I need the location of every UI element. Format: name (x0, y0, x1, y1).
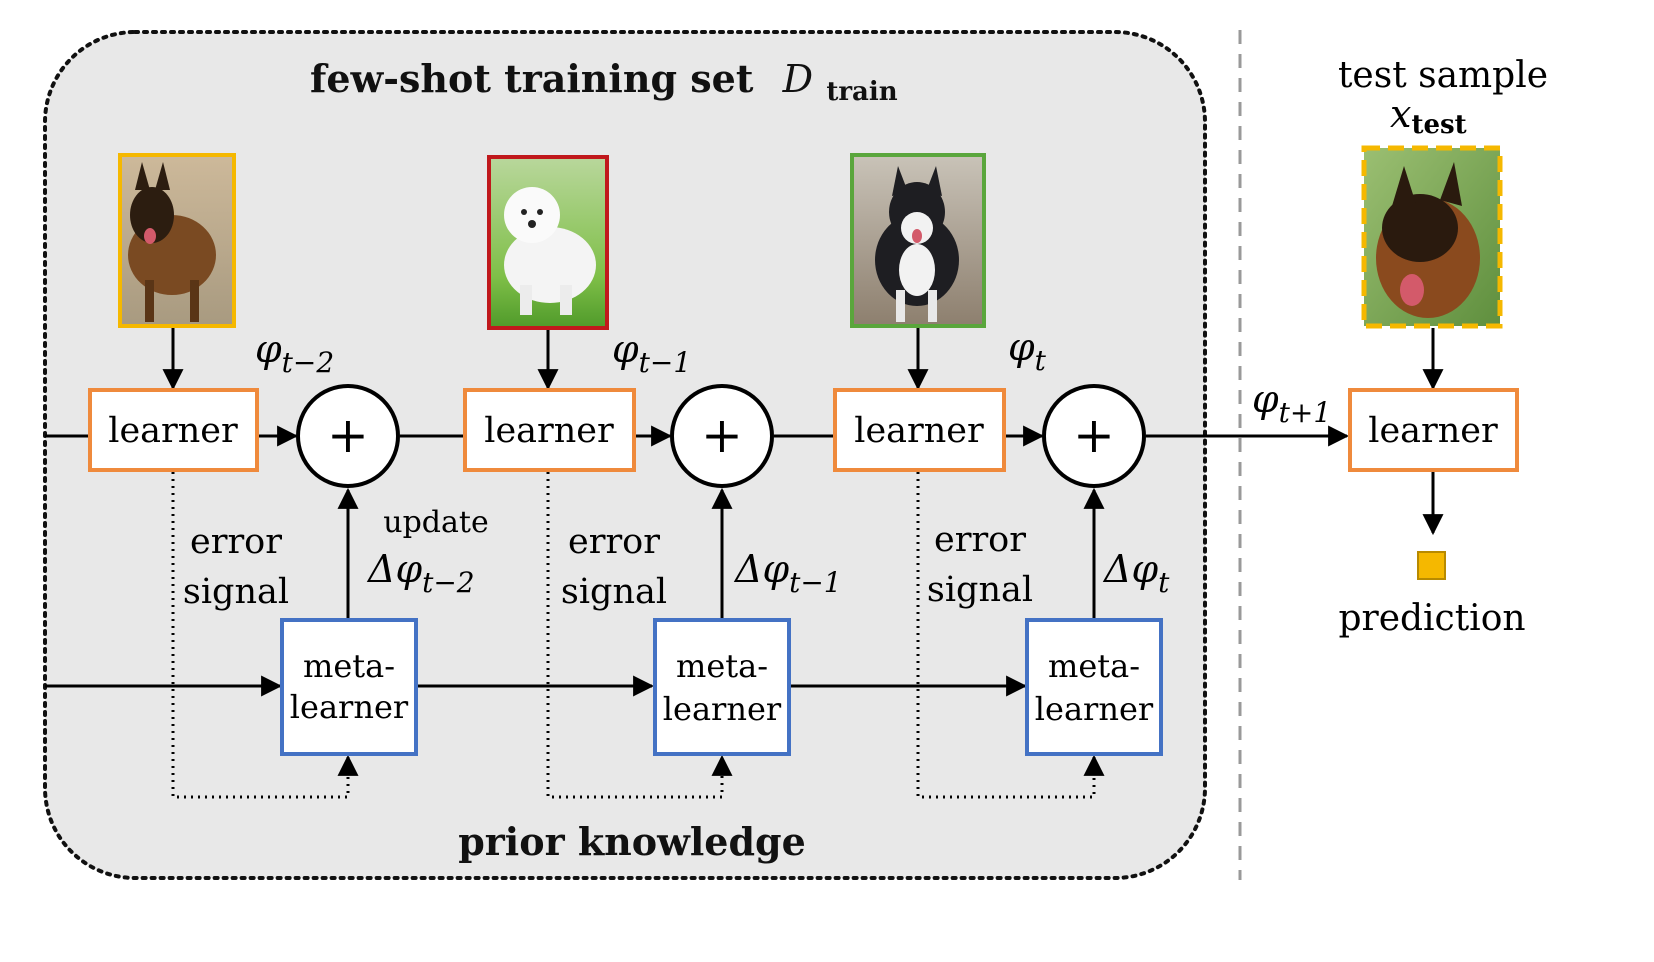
meta-learner-label-2: learner (1035, 690, 1154, 728)
error-signal-label: error (190, 522, 282, 562)
test-learner-label: learner (1368, 411, 1498, 451)
prediction-marker (1417, 551, 1446, 580)
german-shepherd-photo (118, 153, 236, 328)
error-signal-label-2: signal (183, 572, 289, 612)
test-sample-title: test sample (1338, 55, 1548, 96)
plus-node: + (1042, 384, 1146, 488)
stage-2: learner φt−1 + error signal Δφt−1 meta- … (463, 155, 842, 756)
prior-knowledge-label: prior knowledge (458, 819, 806, 864)
test-german-shepherd-photo (1361, 145, 1503, 329)
meta-learner-box (653, 618, 791, 756)
test-learner-box (1348, 388, 1519, 472)
stage-1: learner φt−2 + error signal update Δφt−2… (88, 153, 489, 756)
svg-text:+: + (701, 406, 743, 464)
svg-text:+: + (327, 406, 369, 464)
delta-phi-label: Δφt−1 (733, 547, 842, 599)
plus-node: + (296, 384, 400, 488)
phi-label: φt−2 (255, 327, 334, 379)
stage-3: learner φt + error signal Δφt meta- lear… (833, 153, 1170, 756)
training-panel-title: few-shot training set D train (310, 56, 898, 107)
meta-learner-label: meta- (676, 647, 768, 685)
learner-box (463, 388, 636, 472)
prediction-label: prediction (1338, 598, 1525, 639)
phi-next-label: φt+1 (1252, 377, 1331, 429)
error-signal-label: error (934, 520, 1026, 560)
learner-box (88, 388, 259, 472)
alaskan-malamute-photo (850, 153, 986, 328)
learner-box (833, 388, 1006, 472)
samoyed-photo (487, 155, 609, 330)
error-signal-label-2: signal (561, 572, 667, 612)
meta-learner-label-2: learner (290, 688, 409, 726)
phi-label: φt−1 (612, 327, 691, 379)
learner-label: learner (108, 411, 238, 451)
meta-learner-label-2: learner (663, 690, 782, 728)
test-panel: test sample xtest φt+1 learner predictio… (1252, 55, 1548, 639)
meta-learner-box (1025, 618, 1163, 756)
learner-label: learner (854, 411, 984, 451)
learner-label: learner (484, 411, 614, 451)
svg-text:+: + (1073, 406, 1115, 464)
phi-label: φt (1008, 325, 1047, 377)
error-signal-label-2: signal (927, 570, 1033, 610)
update-label: update (383, 505, 488, 540)
plus-node: + (670, 384, 774, 488)
delta-phi-label: Δφt−2 (366, 547, 475, 599)
x-test-label: xtest (1390, 92, 1467, 140)
meta-learner-label: meta- (303, 647, 395, 685)
meta-learner-box (280, 618, 418, 756)
meta-learner-label: meta- (1048, 647, 1140, 685)
error-signal-label: error (568, 522, 660, 562)
delta-phi-label: Δφt (1102, 547, 1170, 599)
